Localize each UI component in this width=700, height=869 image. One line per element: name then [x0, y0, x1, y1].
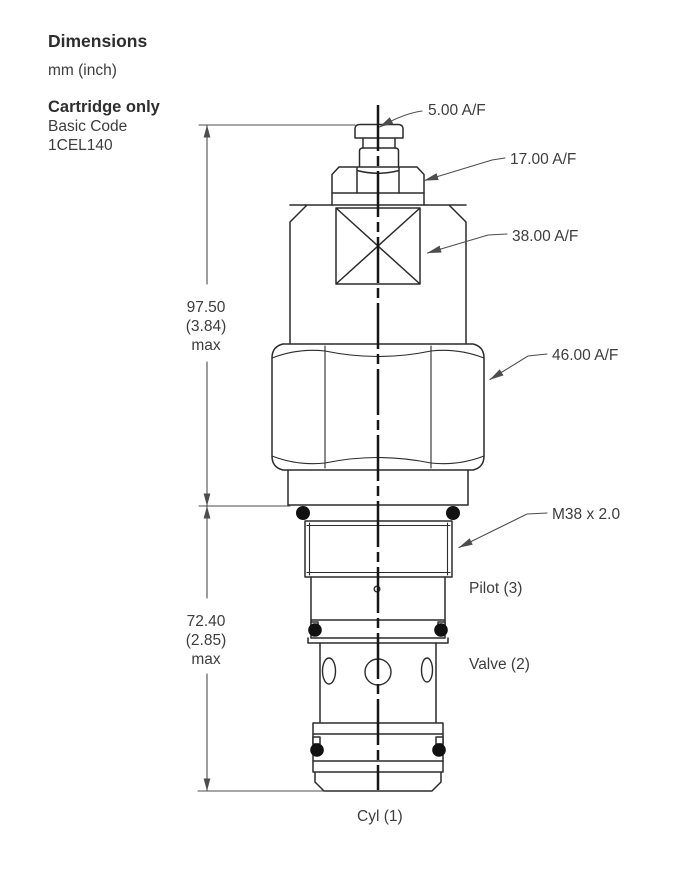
dimension-lower-text: 72.40 (2.85) max	[186, 613, 227, 668]
callout-square-flats: 38.00 A/F	[512, 228, 578, 245]
basic-code-value: 1CEL140	[48, 137, 113, 154]
thread-section	[304, 520, 453, 578]
header-block: Dimensions mm (inch) Cartridge only Basi…	[48, 31, 161, 154]
backup-ring	[435, 736, 444, 745]
port-labels: Pilot (3) Valve (2) Cyl (1)	[357, 580, 530, 825]
callout-nut-flats: 17.00 A/F	[510, 151, 576, 168]
dimension-lines: 97.50 (3.84) max 72.40 (2.85) max	[186, 124, 356, 792]
page-title: Dimensions	[48, 31, 147, 51]
backup-ring	[312, 736, 321, 745]
dim-insertion-mm: 72.40	[187, 613, 226, 630]
port-label-cyl: Cyl (1)	[357, 808, 403, 825]
callout-hex-flats: 46.00 A/F	[552, 347, 618, 364]
valve-top-cap	[354, 123, 404, 139]
dim-overall-inch: (3.84)	[186, 318, 227, 335]
dim-insertion-qualifier: max	[191, 651, 221, 668]
cross-drilling-port	[420, 657, 434, 683]
nose-section	[312, 760, 444, 792]
arrowhead-down-icon	[203, 778, 211, 791]
leader-nut-flats	[423, 157, 506, 182]
cross-drilling-port	[321, 657, 337, 685]
arrowhead-down-icon	[203, 493, 211, 506]
oring-seal	[434, 623, 448, 637]
hex-46af	[271, 343, 485, 471]
oring-seal	[296, 506, 310, 520]
dim-overall-qualifier: max	[191, 337, 221, 354]
dim-insertion-inch: (2.85)	[186, 632, 227, 649]
oring-seal	[446, 506, 460, 520]
oring-seal	[310, 743, 324, 757]
units-label: mm (inch)	[48, 62, 117, 79]
basic-code-label: Basic Code	[48, 118, 127, 135]
leader-thread	[458, 512, 548, 549]
oring-seal	[308, 623, 322, 637]
callout-cap-flats: 5.00 A/F	[428, 102, 486, 119]
cartridge-only-label: Cartridge only	[48, 98, 161, 116]
callout-thread: M38 x 2.0	[552, 506, 620, 523]
arrowhead-up-icon	[203, 125, 211, 138]
callouts: 5.00 A/F 17.00 A/F 38.00 A/F 46.00 A/F M…	[378, 102, 620, 549]
cartridge-valve-outline	[271, 105, 485, 792]
port-label-valve: Valve (2)	[469, 656, 530, 673]
leader-square-flats	[426, 233, 508, 254]
thread-detail-lines	[306, 522, 451, 576]
valve-adjust-knob	[358, 147, 400, 167]
leader-cap-flats	[378, 110, 423, 128]
port-label-pilot: Pilot (3)	[469, 580, 522, 597]
locknut-17af	[331, 166, 425, 194]
valve-port-section	[319, 642, 437, 723]
arrowhead-up-icon	[203, 506, 211, 519]
oring-seal	[432, 743, 446, 757]
dimension-upper-text: 97.50 (3.84) max	[186, 299, 227, 354]
leader-hex-flats	[489, 353, 548, 381]
dim-overall-mm: 97.50	[187, 299, 226, 316]
upper-flange	[331, 192, 425, 206]
